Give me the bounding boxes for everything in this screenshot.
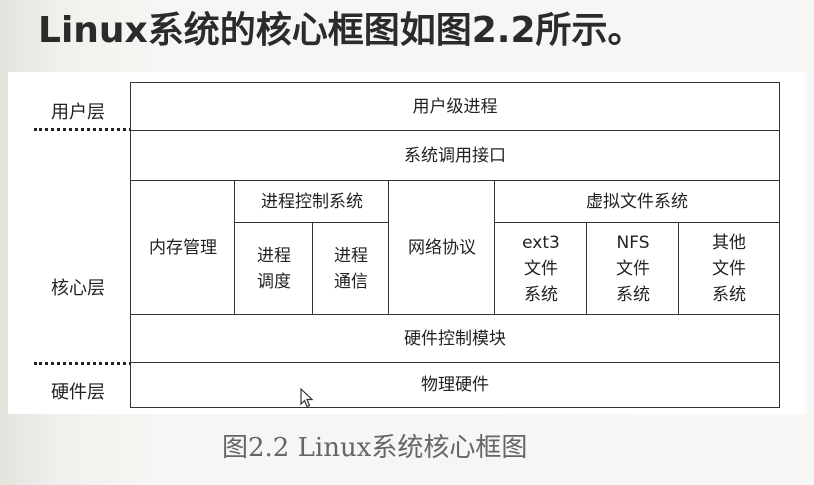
figure-caption: 图2.2 Linux系统核心框图 bbox=[222, 433, 528, 463]
mouse-cursor-icon bbox=[300, 388, 314, 408]
virtual-filesystem-box: 虚拟文件系统 bbox=[494, 180, 780, 224]
ext3-filesystem-box: ext3 文件 系统 bbox=[494, 222, 588, 316]
physical-hardware-box: 物理硬件 bbox=[130, 362, 780, 408]
process-scheduling-box: 进程 调度 bbox=[234, 222, 314, 316]
memory-management-label: 内存管理 bbox=[149, 238, 217, 258]
user-layer-label: 用户层 bbox=[51, 102, 105, 123]
other-filesystem-box: 其他 文件 系统 bbox=[678, 222, 780, 316]
user-process-label: 用户级进程 bbox=[412, 97, 498, 117]
process-communication-box: 进程 通信 bbox=[312, 222, 390, 316]
process-control-label: 进程控制系统 bbox=[261, 192, 363, 212]
kernel-layer-label: 核心层 bbox=[51, 278, 105, 299]
page-heading: Linux系统的核心框图如图2.2所示。 bbox=[38, 10, 644, 51]
user-process-box: 用户级进程 bbox=[130, 82, 780, 132]
ext3-filesystem-label: ext3 文件 系统 bbox=[522, 233, 560, 305]
nfs-filesystem-label: NFS 文件 系统 bbox=[616, 233, 650, 305]
hardware-layer-label: 硬件层 bbox=[51, 382, 105, 403]
hardware-control-box: 硬件控制模块 bbox=[130, 314, 780, 364]
nfs-filesystem-box: NFS 文件 系统 bbox=[586, 222, 680, 316]
other-filesystem-label: 其他 文件 系统 bbox=[712, 233, 746, 305]
process-scheduling-label: 进程 调度 bbox=[257, 246, 291, 292]
diagram-panel: 用户层 核心层 硬件层 用户级进程 系统调用接口 内存管理 进程控制系统 进程 … bbox=[8, 72, 806, 414]
network-protocol-box: 网络协议 bbox=[388, 180, 496, 316]
hardware-control-label: 硬件控制模块 bbox=[404, 329, 506, 349]
process-communication-label: 进程 通信 bbox=[334, 246, 368, 292]
process-control-box: 进程控制系统 bbox=[234, 180, 390, 224]
physical-hardware-label: 物理硬件 bbox=[421, 375, 489, 395]
syscall-interface-label: 系统调用接口 bbox=[404, 146, 506, 166]
kernel-hardware-divider bbox=[34, 362, 138, 365]
memory-management-box: 内存管理 bbox=[130, 180, 236, 316]
syscall-interface-box: 系统调用接口 bbox=[130, 130, 780, 182]
virtual-filesystem-label: 虚拟文件系统 bbox=[586, 192, 688, 212]
network-protocol-label: 网络协议 bbox=[408, 238, 476, 258]
user-kernel-divider bbox=[34, 128, 138, 131]
